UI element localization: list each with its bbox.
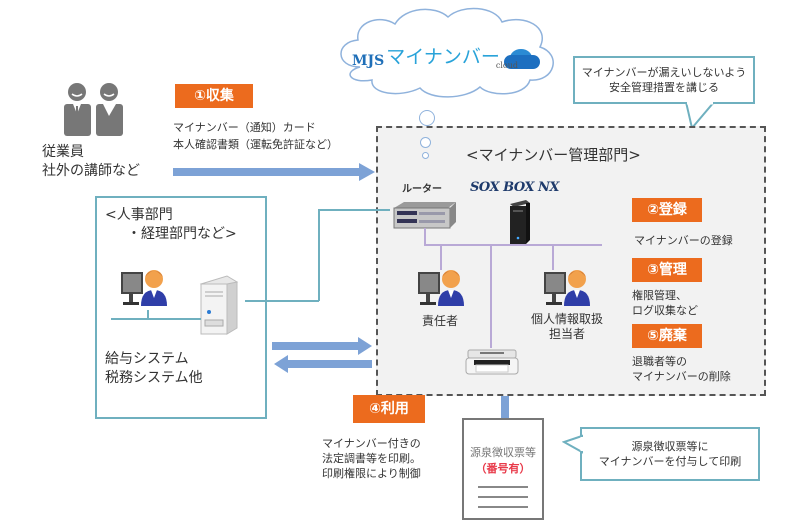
router-icon (393, 202, 456, 229)
network-bus-line (424, 244, 602, 246)
manager-pc-icon (418, 270, 464, 306)
security-callout: マイナンバーが漏えいしないよう 安全管理措置を講じる (573, 56, 755, 104)
exchange-arrows (272, 337, 372, 373)
step1-badge: ①収集 (175, 84, 253, 108)
print-callout-line1: 源泉徴収票等に (631, 440, 709, 453)
step1-line2: 本人確認書類（運転免許証など） (173, 138, 338, 151)
document-number-note: （番号有） (475, 462, 531, 475)
step5-line2: マイナンバーの削除 (632, 370, 731, 383)
step4-line2: 法定調書等を印刷。 (322, 452, 421, 465)
step5-badge: ⑤廃棄 (632, 324, 702, 348)
mgmt-title: <マイナンバー管理部門> (466, 146, 641, 164)
handler-pc-icon (544, 270, 590, 306)
employees-icon (64, 83, 123, 136)
handler-label: 個人情報取扱 担当者 (522, 312, 612, 342)
router-drop-line (424, 228, 426, 245)
soxbox-server-icon (510, 200, 530, 244)
handler-label-line1: 個人情報取扱 (530, 312, 603, 326)
thought-bubble-1 (419, 110, 435, 126)
security-callout-line2: 安全管理措置を講じる (609, 81, 719, 94)
step5-line1: 退職者等の (632, 355, 687, 368)
step1-line1: マイナンバー（通知）カード (173, 121, 316, 134)
printer-drop-line (490, 244, 492, 348)
mynumber-management-department: <マイナンバー管理部門> ルーター SOX BOX NX 責任者 (376, 126, 766, 396)
hr-staff-pc-icon (121, 270, 167, 306)
cloud-logo: MJS マイナンバー cloud (352, 42, 542, 70)
step4-line1: マイナンバー付きの (322, 437, 421, 450)
hr-router-connection-h2 (318, 209, 390, 211)
hr-department-title: <人事部門 ・経理部門など> (105, 206, 237, 244)
step3-line2: ログ収集など (632, 304, 698, 317)
employees-label-line1: 従業員 (42, 144, 84, 160)
hr-network-drop (147, 310, 149, 319)
manager-drop-line (440, 244, 442, 270)
step4-description: マイナンバー付きの 法定調書等を印刷。 印刷権限により制御 (322, 436, 421, 481)
thought-bubble-3 (422, 152, 429, 159)
cloud-logo-suffix: cloud (495, 61, 518, 70)
step2-badge: ②登録 (632, 198, 702, 222)
hr-network-line (111, 318, 201, 320)
document-line-2 (478, 496, 528, 498)
employees-label: 従業員 社外の講師など (42, 143, 140, 181)
hr-title-line1: <人事部門 (105, 207, 173, 223)
handler-label-line2: 担当者 (548, 327, 585, 341)
handler-drop-line (552, 244, 554, 270)
cloud-logo-text: マイナンバー (386, 46, 500, 68)
hr-router-connection-h (245, 300, 319, 302)
collect-arrow (173, 163, 375, 181)
hr-title-line2: ・経理部門など> (127, 226, 237, 242)
step5-description: 退職者等の マイナンバーの削除 (632, 354, 731, 384)
cloud-shape (340, 7, 554, 98)
soxbox-logo: SOX BOX NX (470, 180, 560, 195)
step3-line1: 権限管理、 (632, 289, 687, 302)
hr-department-box: <人事部門 ・経理部門など> 給与システム 税務システム他 (95, 196, 267, 419)
print-callout-tail (562, 434, 584, 454)
employees-label-line2: 社外の講師など (42, 163, 140, 179)
hr-systems-label: 給与システム 税務システム他 (105, 350, 203, 388)
print-callout-line2: マイナンバーを付与して印刷 (598, 455, 742, 468)
step3-description: 権限管理、 ログ収集など (632, 288, 698, 318)
cloud-logo-prefix: MJS (352, 53, 385, 69)
step4-line3: 印刷権限により制御 (322, 467, 421, 480)
print-callout: 源泉徴収票等に マイナンバーを付与して印刷 (580, 427, 760, 481)
step1-description: マイナンバー（通知）カード 本人確認書類（運転免許証など） (173, 119, 338, 153)
document-line-3 (478, 506, 528, 508)
hr-systems-line1: 給与システム (105, 351, 189, 367)
security-callout-line1: マイナンバーが漏えいしないよう (581, 66, 747, 79)
step2-description: マイナンバーの登録 (634, 234, 733, 247)
step4-badge: ④利用 (353, 395, 425, 423)
cloud-icon: cloud (496, 47, 542, 70)
step3-badge: ③管理 (632, 258, 702, 282)
router-label: ルーター (402, 184, 442, 195)
hr-server-icon (199, 275, 239, 335)
withholding-slip-document: 源泉徴収票等 （番号有） (462, 418, 544, 520)
hr-router-connection-v (318, 209, 320, 301)
manager-label: 責任者 (422, 314, 459, 328)
thought-bubble-2 (420, 137, 431, 148)
document-line-1 (478, 486, 528, 488)
printer-icon (465, 349, 519, 375)
document-title: 源泉徴収票等 (470, 446, 536, 459)
security-callout-tail (684, 102, 716, 130)
hr-systems-line2: 税務システム他 (105, 370, 203, 386)
